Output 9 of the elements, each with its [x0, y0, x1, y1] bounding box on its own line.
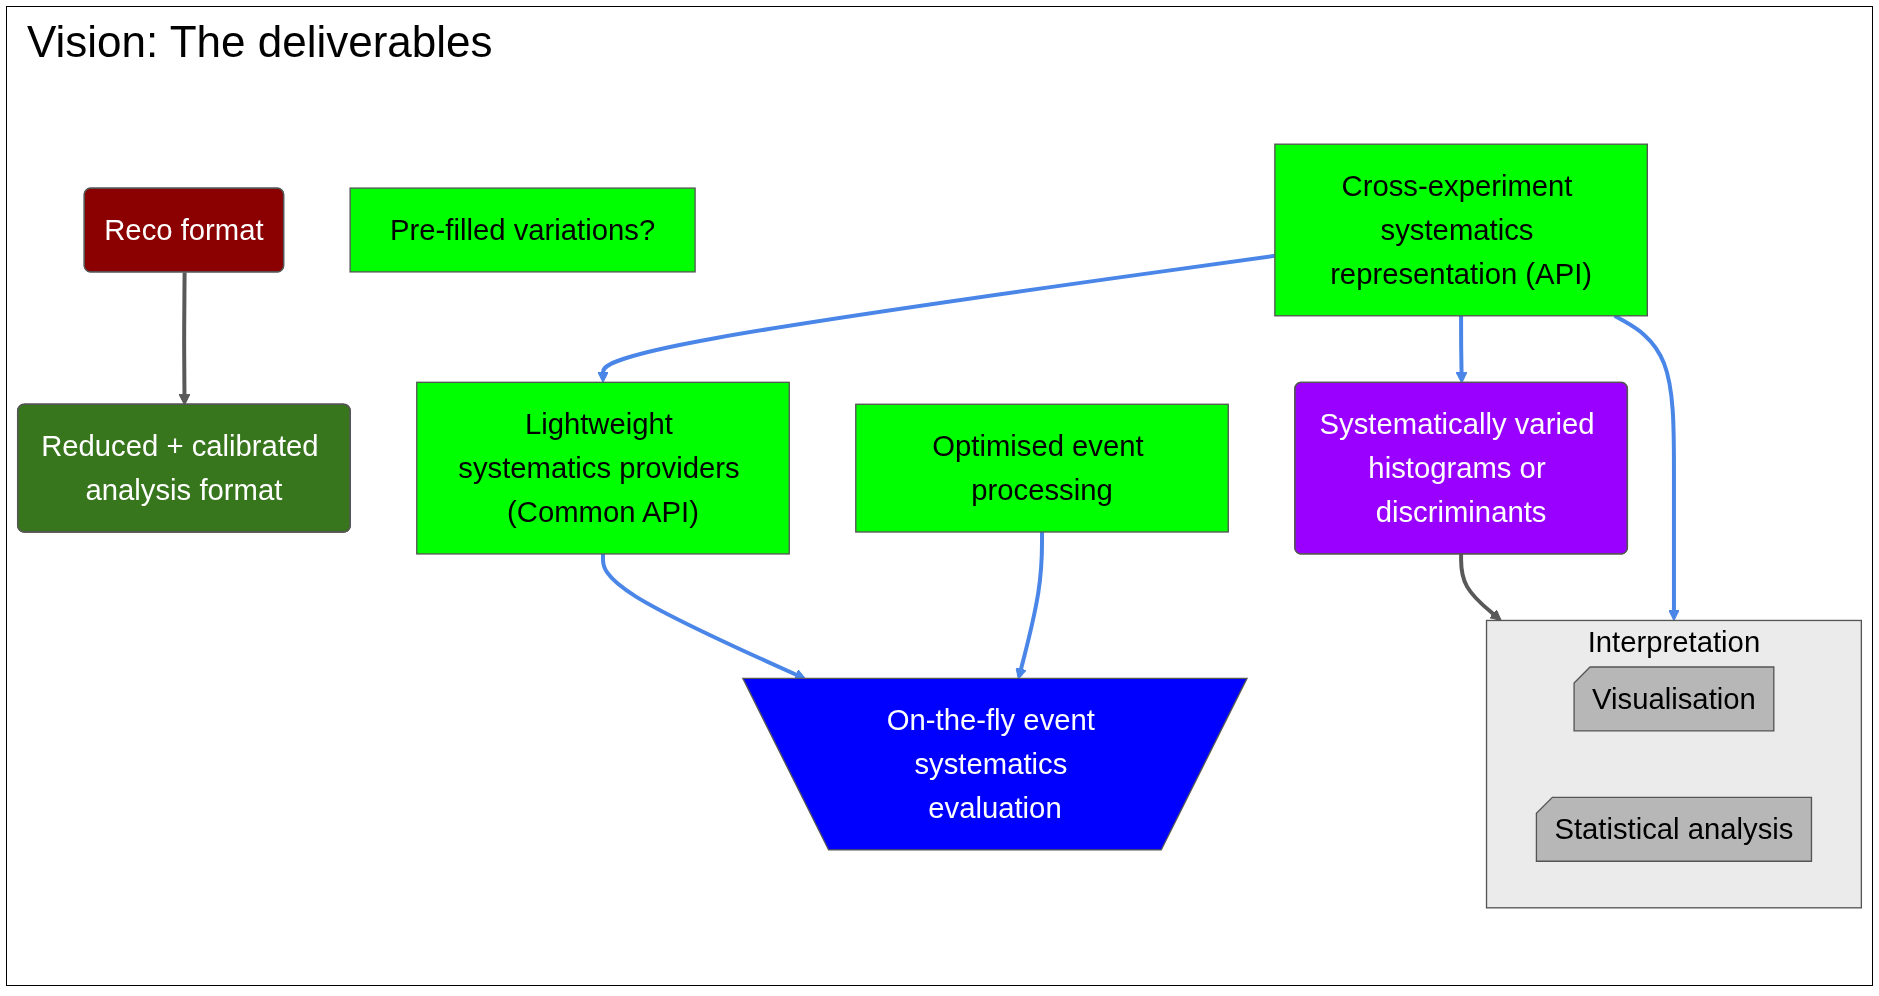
node-box: Lightweight systematics providers (Common API): [416, 381, 790, 555]
arrow: [1613, 314, 1680, 621]
arrow: [1455, 315, 1468, 384]
node-box: Optimised event processing: [855, 403, 1229, 533]
node-box: Cross-experiment systematics representation (API): [1274, 143, 1648, 317]
diagram-title: Vision: The deliverables: [27, 17, 494, 67]
arrow: [178, 272, 191, 406]
arrow: [1459, 553, 1502, 621]
node-box: Pre-filled variations?: [349, 187, 696, 273]
